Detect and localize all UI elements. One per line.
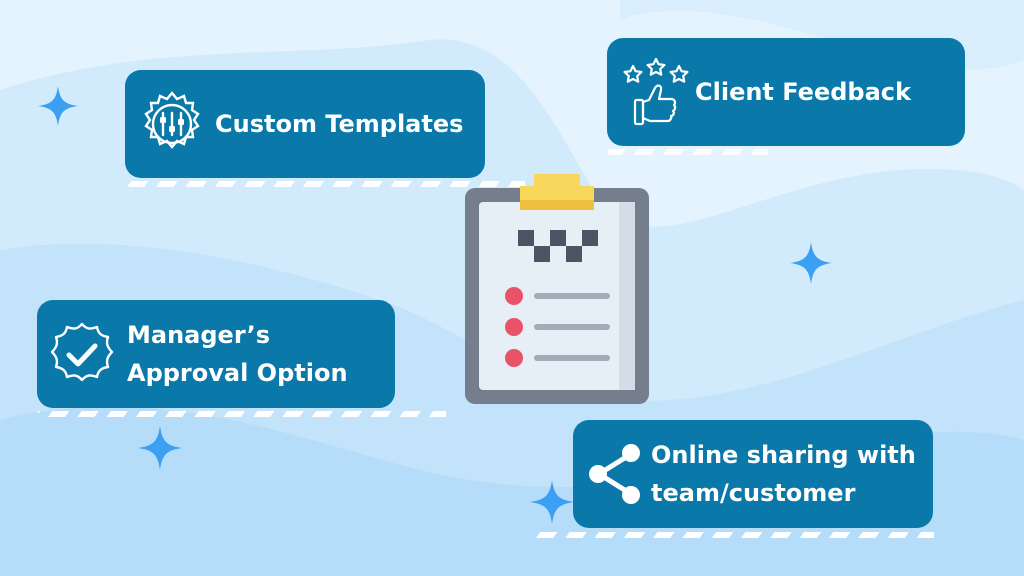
clipboard-checklist-icon [465, 174, 649, 404]
feature-label-line1: Manager’s [127, 321, 271, 349]
sparkle-icon [38, 86, 78, 126]
sparkle-icon [530, 480, 574, 524]
card-stripe [608, 149, 768, 155]
sparkle-icon [790, 242, 832, 284]
sparkle-icon [138, 426, 182, 470]
check-badge-icon [50, 322, 114, 382]
feature-card-custom-templates: Custom Templates [125, 70, 485, 178]
share-icon [589, 444, 640, 504]
feature-card-client-feedback: Client Feedback [607, 38, 965, 146]
feature-card-managers-approval: Manager’s Approval Option [37, 300, 395, 408]
feature-label: Custom Templates [215, 110, 464, 138]
feature-label-line2: Approval Option [127, 359, 348, 387]
card-stripe [38, 411, 446, 417]
feature-card-online-sharing: Online sharing with team/customer [573, 420, 933, 528]
feature-label-line2: team/customer [651, 479, 856, 507]
card-stripe [528, 532, 934, 538]
settings-sliders-gear-icon [144, 91, 200, 149]
thumbs-up-stars-icon [623, 57, 689, 126]
card-stripe [125, 181, 525, 187]
feature-label: Client Feedback [695, 78, 911, 106]
feature-label-line1: Online sharing with [651, 441, 916, 469]
